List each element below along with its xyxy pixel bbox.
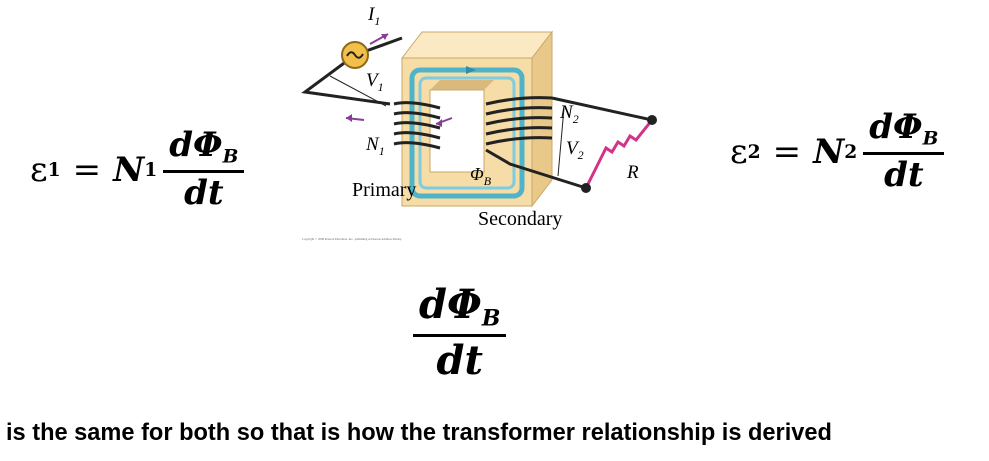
secondary-turns-label: N2	[559, 102, 579, 126]
fraction-bar	[413, 333, 507, 337]
turns-subscript: 1	[144, 158, 158, 181]
emf-subscript: 2	[747, 140, 761, 163]
current-label: I1	[367, 4, 380, 28]
emf-symbol: ε	[730, 131, 748, 172]
core-top-face	[400, 31, 554, 59]
primary-label: Primary	[352, 179, 416, 201]
fraction-numerator: dΦB	[869, 107, 939, 150]
equals-sign: =	[772, 131, 802, 172]
flux-derivative-fraction: dΦB dt	[413, 281, 507, 384]
v2-marker-line	[557, 107, 565, 177]
flux-label: ΦB	[470, 164, 492, 188]
v1-marker-line	[329, 75, 387, 107]
copyright-notice: Copyright © 2008 Pearson Education, Inc.…	[302, 236, 402, 242]
secondary-wire-top	[551, 96, 653, 122]
primary-wire-bottom	[301, 53, 391, 106]
emf-symbol: ε	[30, 149, 48, 190]
secondary-label: Secondary	[478, 208, 562, 230]
transformer-diagram: I1 V1 N1 N2 V2 R ΦB Primary Secondary Co…	[301, 4, 657, 242]
fraction-denominator: dt	[884, 155, 924, 196]
fraction-bar	[863, 152, 945, 156]
secondary-coil	[485, 96, 553, 146]
secondary-wire-bottom	[485, 148, 587, 190]
flux-arrow-icon	[466, 66, 476, 74]
core-window-top	[430, 80, 494, 90]
turns-symbol: N	[813, 131, 845, 172]
fraction-numerator: dΦB	[419, 281, 501, 332]
center-flux-derivative: dΦB dt	[413, 281, 507, 384]
terminal-dot-icon	[581, 183, 591, 193]
turns-symbol: N	[113, 149, 145, 190]
resistor-label: R	[626, 162, 639, 183]
core-window	[429, 89, 485, 173]
secondary-voltage-label: V2	[566, 138, 584, 162]
resistor-icon	[584, 119, 654, 189]
primary-turns-label: N1	[365, 134, 385, 158]
equals-sign: =	[72, 149, 102, 190]
fraction-denominator: dt	[436, 336, 483, 384]
turns-subscript: 2	[844, 140, 858, 163]
terminal-dot-icon	[647, 115, 657, 125]
caption-text: is the same for both so that is how the …	[6, 420, 832, 446]
primary-voltage-label: V1	[366, 70, 384, 94]
fraction-denominator: dt	[184, 173, 224, 214]
fraction-numerator: dΦB	[169, 125, 239, 168]
flux-derivative-fraction: dΦB dt	[863, 107, 945, 196]
fraction-bar	[163, 170, 245, 174]
primary-coil	[393, 101, 441, 150]
ac-wave-icon	[346, 51, 364, 59]
emf-subscript: 1	[47, 158, 61, 181]
flux-derivative-fraction: dΦB dt	[163, 125, 245, 214]
